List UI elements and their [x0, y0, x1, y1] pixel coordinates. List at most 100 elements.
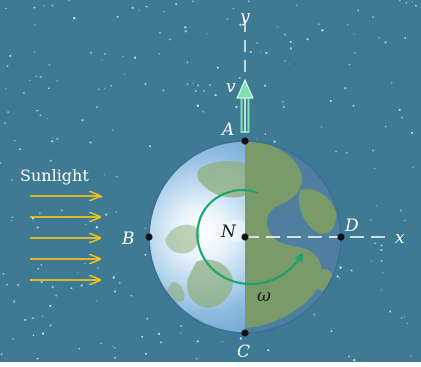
- star: [115, 211, 117, 213]
- star: [406, 322, 409, 325]
- star: [104, 53, 106, 55]
- star: [283, 33, 286, 36]
- star: [404, 219, 406, 222]
- star: [196, 104, 200, 107]
- star: [118, 281, 121, 284]
- star: [159, 31, 161, 34]
- star: [180, 325, 182, 328]
- star: [197, 84, 200, 87]
- star: [384, 125, 387, 128]
- star: [196, 340, 199, 343]
- star: [412, 166, 414, 168]
- star: [184, 26, 187, 29]
- star: [56, 80, 59, 82]
- star-field: [0, 0, 417, 362]
- point-a-dot: [241, 137, 249, 145]
- star: [411, 1, 413, 3]
- star: [346, 24, 349, 26]
- star: [78, 348, 80, 350]
- star: [44, 178, 46, 181]
- star: [398, 108, 401, 112]
- star: [73, 16, 76, 20]
- x-axis-label: x: [395, 228, 405, 248]
- star: [23, 92, 25, 94]
- star: [267, 349, 270, 352]
- north-pole-dot: [241, 233, 249, 241]
- star: [375, 205, 377, 207]
- star: [89, 141, 92, 144]
- star: [49, 159, 52, 162]
- star: [354, 51, 356, 54]
- star: [19, 148, 22, 151]
- star: [370, 219, 372, 221]
- star: [202, 111, 204, 113]
- star: [97, 267, 99, 269]
- star: [100, 342, 102, 345]
- star: [158, 53, 160, 55]
- star: [265, 51, 268, 55]
- star: [380, 244, 383, 247]
- star: [29, 79, 31, 81]
- star: [289, 41, 292, 44]
- star: [282, 101, 284, 103]
- star: [296, 4, 298, 6]
- star: [43, 5, 45, 7]
- star: [113, 346, 116, 349]
- velocity-label: v: [226, 77, 236, 97]
- star: [133, 56, 137, 59]
- star: [110, 84, 113, 87]
- star: [214, 93, 217, 97]
- star: [35, 75, 37, 77]
- star: [90, 51, 93, 54]
- star: [2, 272, 5, 275]
- star: [36, 109, 38, 112]
- star: [163, 11, 165, 13]
- star: [111, 345, 113, 347]
- star: [144, 352, 148, 355]
- star: [49, 304, 52, 307]
- star: [13, 300, 16, 303]
- star: [144, 253, 147, 256]
- star: [56, 137, 59, 140]
- star: [345, 151, 348, 154]
- star: [256, 138, 258, 140]
- star: [194, 89, 197, 93]
- star: [38, 178, 40, 180]
- star: [403, 315, 406, 318]
- star: [350, 269, 353, 272]
- star: [380, 248, 383, 252]
- star: [11, 179, 14, 181]
- point-a-label: A: [220, 120, 234, 140]
- star: [411, 131, 414, 134]
- star: [313, 313, 316, 316]
- star: [203, 89, 205, 92]
- star: [404, 37, 407, 39]
- star: [320, 126, 323, 128]
- star: [405, 2, 408, 4]
- star: [192, 82, 194, 84]
- star: [381, 289, 383, 291]
- star: [51, 285, 54, 289]
- star: [51, 4, 54, 7]
- star: [39, 114, 41, 116]
- north-pole-label: N: [220, 222, 237, 242]
- star: [49, 324, 52, 327]
- sunlight-label: Sunlight: [20, 166, 89, 185]
- point-b-dot: [145, 233, 153, 241]
- star: [256, 42, 258, 44]
- star: [0, 162, 2, 165]
- star: [5, 7, 7, 10]
- star: [264, 133, 267, 135]
- star: [329, 100, 332, 102]
- star: [36, 226, 39, 229]
- star: [380, 260, 383, 262]
- star: [232, 7, 235, 10]
- star: [338, 277, 341, 279]
- star: [112, 276, 115, 279]
- star: [186, 61, 189, 64]
- star: [186, 83, 189, 86]
- star: [39, 75, 42, 78]
- star: [235, 105, 238, 108]
- star: [239, 337, 242, 340]
- point-d-dot: [337, 233, 345, 241]
